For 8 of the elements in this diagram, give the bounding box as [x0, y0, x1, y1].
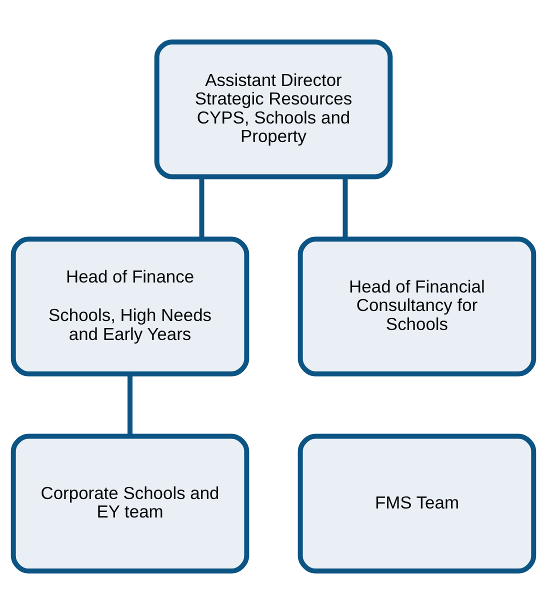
node-box: FMS Team: [298, 433, 536, 573]
connector: [199, 176, 204, 238]
node-box: Corporate Schools and EY team: [10, 433, 250, 573]
node-box: Assistant Director Strategic Resources CYPS, Schools and Property: [154, 39, 393, 179]
connector: [128, 374, 132, 436]
connector: [342, 176, 348, 238]
node-box: Head of Finance Schools, High Needs and Early Years: [10, 236, 250, 376]
node-box: Head of Financial Consultancy for Schools: [298, 236, 536, 376]
